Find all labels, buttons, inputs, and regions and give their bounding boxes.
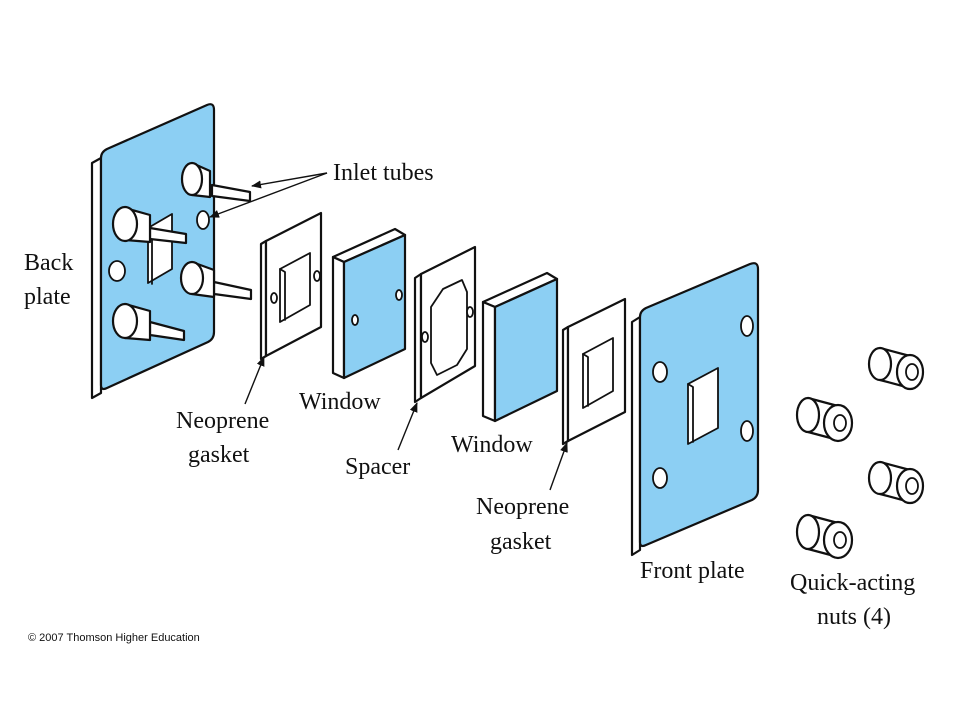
label-quick-acting-nuts-line2: nuts (4) bbox=[817, 604, 891, 630]
label-front-plate: Front plate bbox=[640, 558, 745, 584]
label-neoprene-gasket-1-line1: Neoprene bbox=[176, 408, 269, 434]
leader-lines bbox=[209, 172, 568, 491]
label-neoprene-gasket-1-line2: gasket bbox=[188, 442, 250, 468]
spacer bbox=[413, 245, 477, 404]
label-spacer: Spacer bbox=[345, 454, 410, 480]
leader-spacer bbox=[397, 402, 418, 451]
inlet-fitting-1 bbox=[180, 161, 252, 203]
quick-acting-nuts bbox=[795, 346, 925, 560]
neoprene-gasket-2 bbox=[561, 297, 627, 446]
leader-neoprene-gasket-2 bbox=[549, 442, 568, 491]
inlet-fitting-2 bbox=[111, 205, 188, 245]
label-neoprene-gasket-2-line1: Neoprene bbox=[476, 494, 569, 520]
labels: Inlet tubes Back plate Neoprene gasket W… bbox=[24, 160, 915, 644]
label-window-1: Window bbox=[299, 389, 381, 415]
neoprene-gasket-1 bbox=[259, 211, 323, 361]
back-plate bbox=[90, 103, 216, 400]
label-back-plate-line1: Back bbox=[24, 250, 73, 276]
nut-3 bbox=[867, 460, 925, 505]
nut-4 bbox=[795, 513, 854, 560]
label-window-2: Window bbox=[451, 432, 533, 458]
label-inlet-tubes: Inlet tubes bbox=[333, 160, 434, 186]
nut-1 bbox=[867, 346, 925, 391]
label-quick-acting-nuts-line1: Quick-acting bbox=[790, 570, 915, 596]
label-neoprene-gasket-2-line2: gasket bbox=[490, 529, 552, 555]
copyright-notice: © 2007 Thomson Higher Education bbox=[28, 632, 200, 644]
leader-inlet-tubes-1 bbox=[251, 172, 328, 189]
leader-neoprene-gasket-1 bbox=[244, 356, 265, 405]
inlet-fitting-3 bbox=[179, 260, 253, 301]
window-1 bbox=[331, 227, 407, 380]
nut-2 bbox=[795, 396, 854, 443]
window-2 bbox=[481, 271, 559, 423]
front-plate bbox=[630, 262, 760, 557]
label-back-plate-line2: plate bbox=[24, 284, 71, 310]
inlet-fitting-4 bbox=[111, 302, 186, 342]
leader-inlet-tubes-2 bbox=[209, 172, 328, 218]
inlet-tube-fittings bbox=[111, 161, 253, 342]
